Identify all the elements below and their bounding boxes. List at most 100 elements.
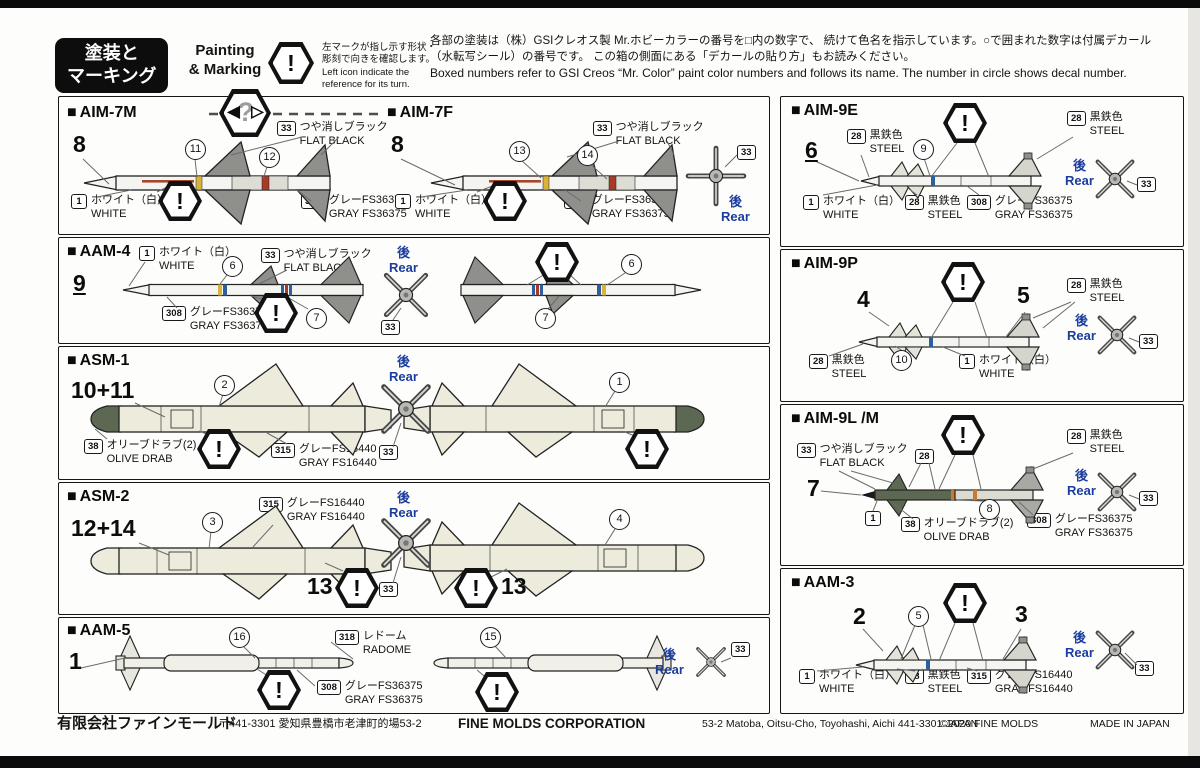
decal-circle: 15 (480, 627, 501, 648)
footer-made-in: MADE IN JAPAN (1090, 718, 1170, 730)
decal-circle: 12 (259, 147, 280, 168)
paint-number-box: 1 (139, 246, 155, 261)
decal-circle: 4 (609, 509, 630, 530)
paint-number-box: 1 (71, 194, 87, 209)
paint-number-box: 1 (395, 194, 411, 209)
section-bullet: ■ (791, 574, 801, 591)
decal-circle: 6 (222, 256, 243, 277)
paint-number-box: 28 (1067, 111, 1086, 126)
decal-circle: 16 (229, 627, 250, 648)
paint-number-box: 33 (261, 248, 280, 263)
paint-callout-olive: 38 オリーブドラブ(2)OLIVE DRAB (901, 517, 1013, 545)
section-title-asm-2: ■ ASM-2 (67, 488, 130, 505)
paint-number-box: 33 (1137, 177, 1156, 192)
section-bullet: ■ (791, 255, 801, 272)
badge-line1: 塗装と (84, 43, 139, 63)
decal-circle: 11 (185, 139, 206, 160)
decal-number: 1 (69, 648, 82, 674)
header-title-en: Painting & Marking (188, 42, 262, 78)
paint-number-box: 33 (737, 145, 756, 160)
badge-line2: マーキング (67, 66, 157, 87)
decal-number: 13 (307, 573, 333, 599)
section-bullet: ■ (791, 410, 801, 427)
paint-number-box: 318 (335, 630, 359, 645)
right-arrow-icon: ▷ (251, 103, 264, 121)
decal-number: 7 (807, 475, 820, 501)
paint-number-box: 33 (379, 582, 398, 597)
missile-illustration-asm2 (90, 502, 705, 600)
missile-illustration-aim9lm (820, 452, 1140, 524)
missile-illustration-aim9e (814, 136, 1138, 210)
paint-callout-white: 1 ホワイト（白）WHITE (139, 246, 236, 274)
decal-number: 13 (501, 573, 527, 599)
missile-illustration-asm1 (90, 363, 705, 458)
paint-number-box: 33 (381, 320, 400, 335)
decal-circle: 2 (214, 375, 235, 396)
footer-address-en: 53-2 Matoba, Oitsu-Cho, Toyohashi, Aichi… (702, 718, 979, 730)
footer-company-en: FINE MOLDS CORPORATION (458, 716, 646, 731)
paint-number-box: 308 (317, 680, 341, 695)
decal-number: 8 (73, 131, 86, 157)
decal-circle: 8 (979, 499, 1000, 520)
paint-number-box: 1 (865, 511, 881, 526)
warning-icon: ! (257, 670, 301, 710)
paint-number-box: 1 (803, 195, 819, 210)
paint-number-box: 308 (967, 195, 991, 210)
decal-number: 12+14 (71, 515, 136, 541)
missile-illustration-aam5 (80, 635, 732, 691)
decal-number: 6 (805, 137, 818, 163)
paint-number-box: 28 (809, 354, 828, 369)
decal-circle: 14 (577, 145, 598, 166)
missile-illustration-aam4 (122, 256, 702, 324)
paint-number-box: 28 (1067, 278, 1086, 293)
section-bullet: ■ (791, 102, 801, 119)
decal-circle: 7 (306, 308, 327, 329)
section-title-aim-9p: ■ AIM-9P (791, 255, 858, 272)
footer-company-jp: 有限会社ファインモールド (57, 715, 238, 732)
paint-callout-white: 1 ホワイト（白）WHITE (959, 354, 1056, 382)
decal-circle: 9 (913, 139, 934, 160)
section-asm-1: ■ ASM-1 10+11 2 38 オリーブドラブ(2)OLIVE DRAB … (58, 346, 770, 480)
paint-number-box: 33 (1139, 334, 1158, 349)
decal-number: 4 (857, 286, 870, 312)
paint-callout-white: 1 ホワイト（白）WHITE (395, 194, 492, 222)
paint-callout-olive: 38 オリーブドラブ(2)OLIVE DRAB (84, 439, 196, 467)
section-title-aim-7m: ■ AIM-7M (67, 104, 137, 121)
paper-edge (1188, 8, 1200, 756)
paint-number-box: 28 (1067, 429, 1086, 444)
paint-number-box: 33 (277, 121, 296, 136)
decal-circle: 1 (609, 372, 630, 393)
section-title-aam-5: ■ AAM-5 (67, 622, 131, 639)
decal-circle: 13 (509, 141, 530, 162)
paint-number-box: 38 (84, 439, 103, 454)
paint-callout-white: 1 ホワイト（白）WHITE (799, 669, 896, 697)
paint-number-box: 1 (959, 354, 975, 369)
decal-number: 3 (1015, 601, 1028, 627)
section-aam-3: ■ AAM-3 2 5 ! 3 1 ホワイト（白）WHITE 28 黒鉄色STE… (780, 568, 1184, 714)
header-description: 各部の塗装は（株）GSIクレオス製 Mr.ホビーカラーの番号を□内の数字で、 続… (430, 35, 1152, 81)
header-badge: 塗装と マーキング (55, 38, 169, 93)
decal-circle: 7 (535, 308, 556, 329)
warning-icon: ! (475, 672, 519, 712)
section-bullet: ■ (67, 243, 77, 260)
decal-circle: 5 (908, 606, 929, 627)
